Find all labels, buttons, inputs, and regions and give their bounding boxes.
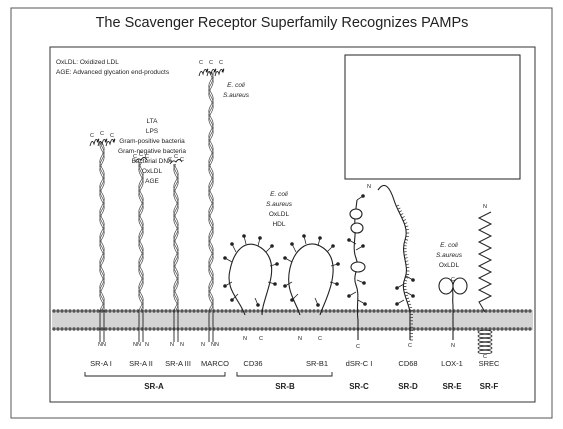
ligand-lta: LTA [147,118,159,125]
label-sra3: SR-A III [165,359,191,368]
sra3-c-left: C [168,157,172,163]
legend-oxldl: OxLDL: Oxidized LDL [56,59,119,66]
sra2-n: N [145,342,149,348]
ligand-age: AGE [145,178,159,185]
marco-ligand-saureus: S.aureus [223,92,250,99]
srb-ligand-saureus: S.aureus [266,201,293,208]
srb-ligand-oxldl: OxLDL [269,211,290,218]
sra3-n2: N [180,342,184,348]
lox1-c: C [451,277,455,283]
sra2-c-right: C [145,154,149,160]
ligand-gram-positive: Gram-positive bacteria [119,138,185,145]
legend-age: AGE: Advanced glycation end-products [56,69,170,76]
marco-nn: NN [211,342,219,348]
label-sra1: SR-A I [90,359,112,368]
marco-c-left: C [199,60,203,66]
family-srf: SR-F [480,382,499,391]
srec-n: N [483,204,487,210]
label-lox1: LOX-1 [441,359,463,368]
label-marco: MARCO [201,359,229,368]
placeholder-box [345,55,520,179]
label-dsrc1: dSR-C I [346,359,373,368]
sre-ligand-oxldl: OxLDL [439,262,460,269]
ligand-oxldl: OxLDL [142,168,163,175]
srb1-c: C [318,336,322,342]
sre-ligand-ecoli: E. coli [440,242,458,249]
marco-c-right: C [219,60,223,66]
sra3-n: N [170,342,174,348]
family-sre: SR-E [442,382,462,391]
sra2-c-mid: C [139,152,143,158]
marco-n: N [201,342,205,348]
slide-title: The Scavenger Receptor Superfamily Recog… [96,15,469,31]
marco-c-mid: C [209,60,213,66]
label-cd68: CD68 [398,359,417,368]
sra2-nn: NN [133,342,141,348]
ligand-lps: LPS [146,128,159,135]
sra1-c-mid: C [100,131,104,137]
sra1-c-right: C [110,133,114,139]
srb-ligand-hdl: HDL [272,221,285,228]
family-sra: SR-A [144,382,164,391]
label-sra2: SR-A II [129,359,153,368]
cd68-c: C [408,343,412,349]
marco-ligand-ecoli: E. coli [227,82,245,89]
srb-ligand-ecoli: E. coli [270,191,288,198]
family-srd: SR-D [398,382,418,391]
family-src: SR-C [349,382,369,391]
label-cd36: CD36 [243,359,262,368]
sra2-c-left: C [133,154,137,160]
cd36-n: N [243,336,247,342]
sre-ligand-saureus: S.aureus [436,252,463,259]
sra3-c-mid: C [174,154,178,160]
label-srec: SREC [479,359,500,368]
sra3-c-right: C [180,157,184,163]
cd36-c: C [259,336,263,342]
label-srb1: SR-B1 [306,359,328,368]
lox1-n: N [451,343,455,349]
srb1-n: N [298,336,302,342]
sra1-n: NN [98,342,106,348]
dsrc1-c: C [356,344,360,350]
cell-membrane [52,309,533,330]
family-srb: SR-B [275,382,295,391]
sra1-c-left: C [90,133,94,139]
cd68-n: N [367,184,371,190]
